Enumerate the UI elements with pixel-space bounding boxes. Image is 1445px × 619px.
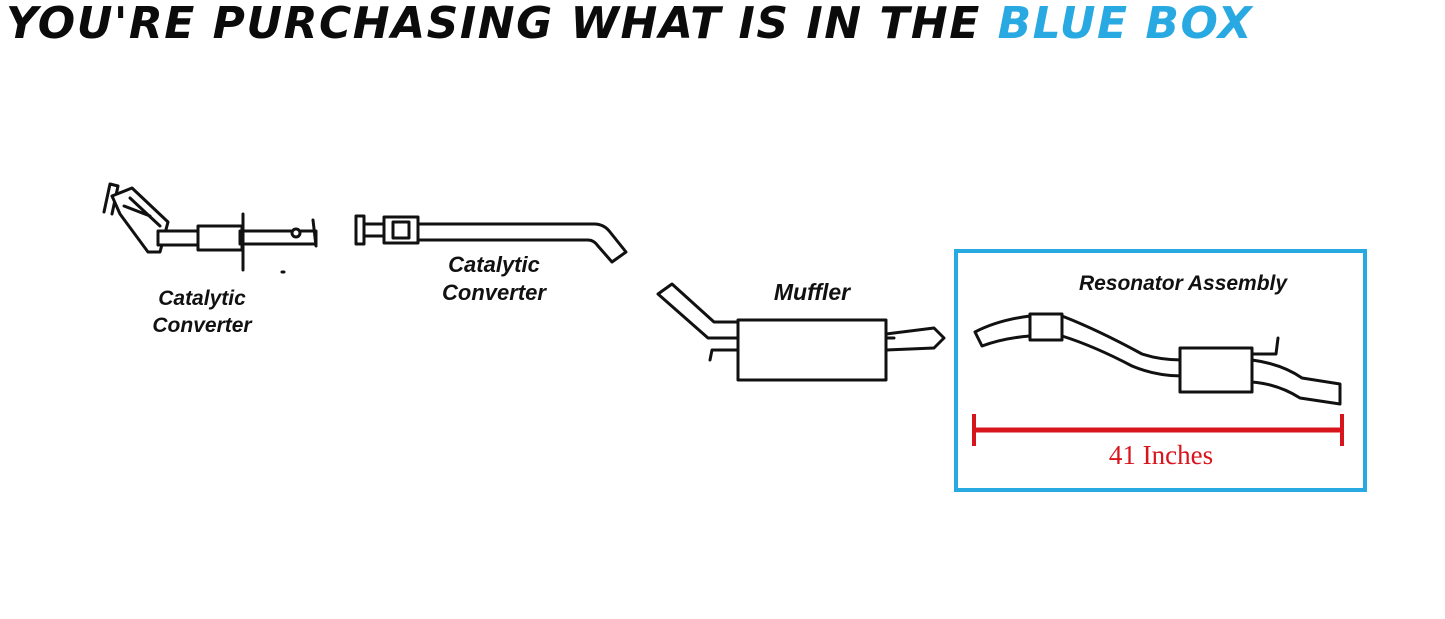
muffler-label: Muffler (774, 279, 851, 305)
rear-catalytic-converter-label-line1: Catalytic (448, 252, 540, 277)
blue-highlight-box (954, 249, 1367, 492)
resonator-assembly-drawing (973, 312, 1342, 406)
measurement-label: 41 Inches (1109, 440, 1213, 470)
muffler-drawing (656, 282, 946, 382)
front-catalytic-converter-label-line2: Converter (152, 314, 253, 337)
headline: YOU'RE PURCHASING WHAT IS IN THE BLUE BO… (6, 0, 1253, 50)
headline-prefix: YOU'RE PURCHASING WHAT IS IN THE (6, 0, 998, 49)
rear-catalytic-converter-drawing (354, 214, 628, 264)
resonator-assembly-label: Resonator Assembly (1079, 272, 1288, 295)
rear-catalytic-converter-label-line2: Converter (442, 280, 547, 305)
front-catalytic-converter-label-line1: Catalytic (158, 287, 246, 310)
measurement-dimension-line (972, 414, 1344, 446)
front-catalytic-converter-drawing (102, 182, 318, 274)
headline-accent: BLUE BOX (997, 0, 1254, 49)
